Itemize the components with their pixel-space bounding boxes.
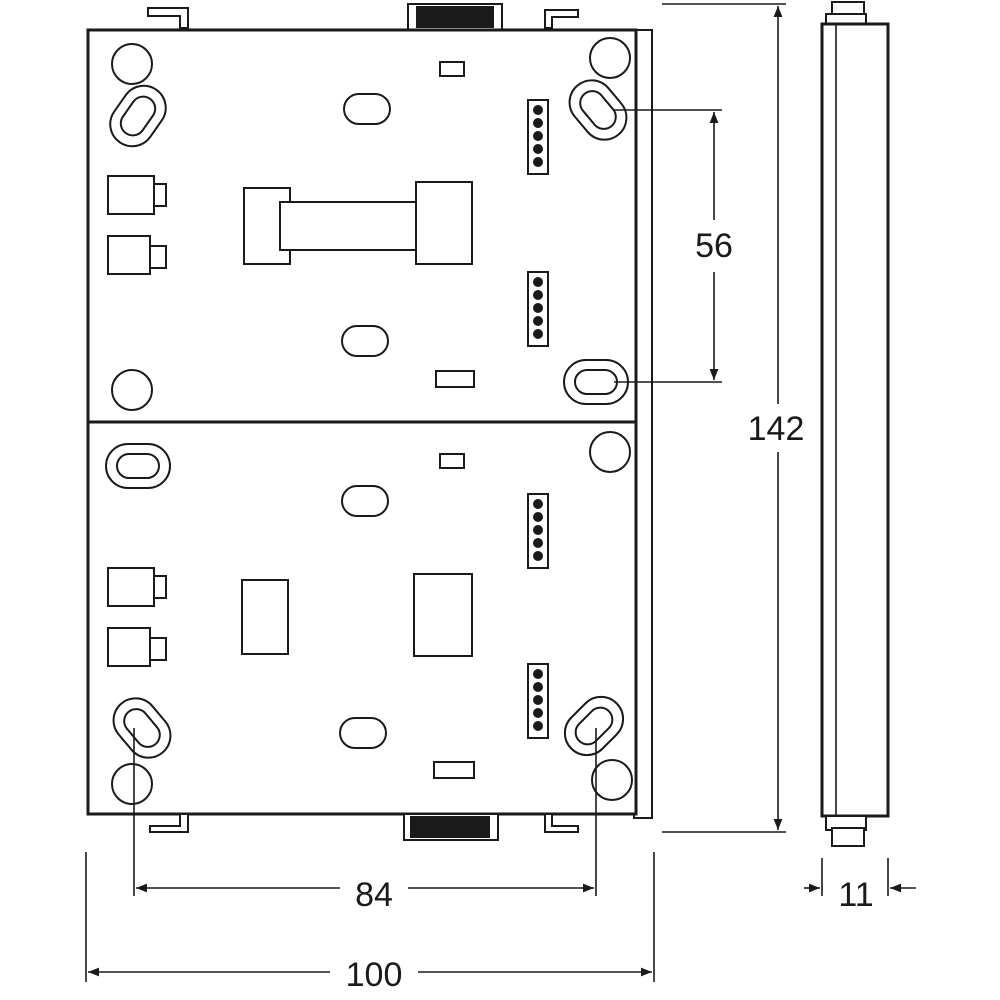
bottom-clips [149, 813, 579, 841]
mount-hole [111, 43, 153, 85]
slotted-hole [568, 79, 628, 141]
dimension-11-label: 11 [838, 876, 873, 914]
window-cutout [413, 573, 473, 657]
dimension-56: 56 [614, 109, 733, 383]
dimension-84: 84 [133, 728, 597, 914]
window-cutout [241, 579, 289, 655]
upper-plate-details [107, 37, 631, 411]
dimension-142: 142 [662, 3, 805, 833]
lower-plate-details [105, 431, 633, 805]
pin-header [527, 493, 549, 569]
slotted-hole [109, 84, 167, 148]
terminal-block [107, 567, 167, 667]
top-clips [147, 3, 579, 31]
side-view [820, 1, 890, 847]
top-connector-ribs [416, 6, 494, 28]
terminal-block [107, 175, 167, 275]
slotted-hole [105, 443, 171, 489]
pin-header [527, 663, 549, 739]
mount-hole [111, 763, 153, 805]
lower-plate [86, 420, 638, 816]
pin-header [527, 99, 549, 175]
dimension-56-label: 56 [695, 227, 733, 265]
slotted-hole [563, 695, 625, 757]
dimension-100: 100 [85, 852, 655, 994]
pin-header [527, 271, 549, 347]
mount-hole [589, 431, 631, 473]
mount-hole [591, 759, 633, 801]
front-view [86, 3, 653, 841]
dimension-84-label: 84 [355, 876, 393, 914]
mount-hole [589, 37, 631, 79]
dimension-100-label: 100 [346, 956, 403, 994]
slotted-hole [112, 697, 172, 759]
mount-hole [111, 369, 153, 411]
dimension-11: 11 [804, 858, 916, 914]
handle-bracket [243, 181, 473, 265]
dimension-142-label: 142 [748, 410, 805, 448]
